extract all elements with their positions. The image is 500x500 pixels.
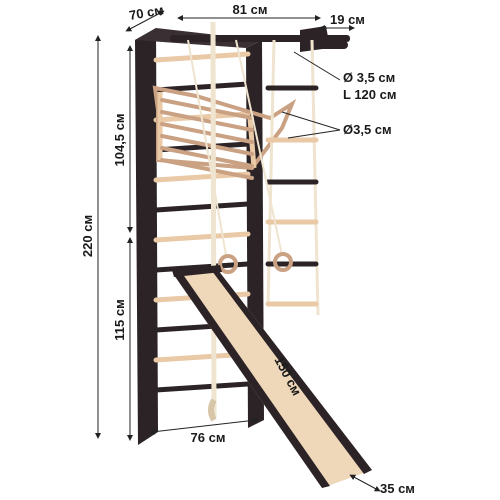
wall-rung	[153, 231, 251, 243]
rope-ladder-rungs	[265, 85, 319, 307]
slide-left-edge	[174, 273, 330, 488]
wall-rung	[153, 201, 251, 213]
label-depth: 70 см	[128, 2, 165, 23]
label-rung-diameter: Ø3,5 см	[343, 122, 392, 137]
wall-rung	[153, 81, 251, 93]
trapeze-rungs	[160, 98, 254, 180]
left-rail	[135, 28, 158, 445]
label-total-height: 220 см	[80, 215, 95, 257]
label-slide-width: 35 см	[380, 481, 415, 496]
trapeze-rung	[160, 110, 254, 132]
wall-rung	[153, 381, 251, 393]
label-upper-height: 104,5 см	[112, 114, 127, 167]
wooden-trapeze	[152, 85, 297, 180]
label-lower-height: 115 см	[112, 299, 127, 340]
trapeze-rung	[160, 98, 254, 120]
dimension-lines	[95, 10, 381, 492]
label-bar-width: 81 см	[233, 2, 268, 17]
label-bar-length: L 120 см	[343, 87, 396, 102]
label-bar-reach: 19 см	[330, 12, 365, 27]
ring-left	[218, 254, 238, 274]
rope-ladder	[265, 39, 320, 316]
climbing-rope-line	[210, 21, 217, 419]
trapeze-rung	[160, 146, 254, 168]
slide-right-edge	[212, 270, 372, 474]
slide-board	[172, 265, 372, 488]
rope-ladder-right-rope	[310, 39, 320, 316]
slide-surface	[174, 270, 372, 488]
climbing-rope	[208, 21, 217, 422]
ring-right	[273, 252, 293, 272]
trapeze-rung	[160, 122, 254, 144]
label-bar-diameter: Ø 3,5 см	[343, 70, 395, 85]
slide-hook	[172, 265, 222, 277]
pull-up-bar-end	[318, 41, 348, 49]
gymnastic-rings	[187, 39, 293, 274]
label-base-width: 76 см	[191, 430, 226, 445]
wall-rung	[153, 51, 251, 63]
rope-knot	[208, 398, 217, 422]
rope-ladder-left-rope	[266, 39, 276, 306]
trapeze-rung	[160, 158, 254, 180]
